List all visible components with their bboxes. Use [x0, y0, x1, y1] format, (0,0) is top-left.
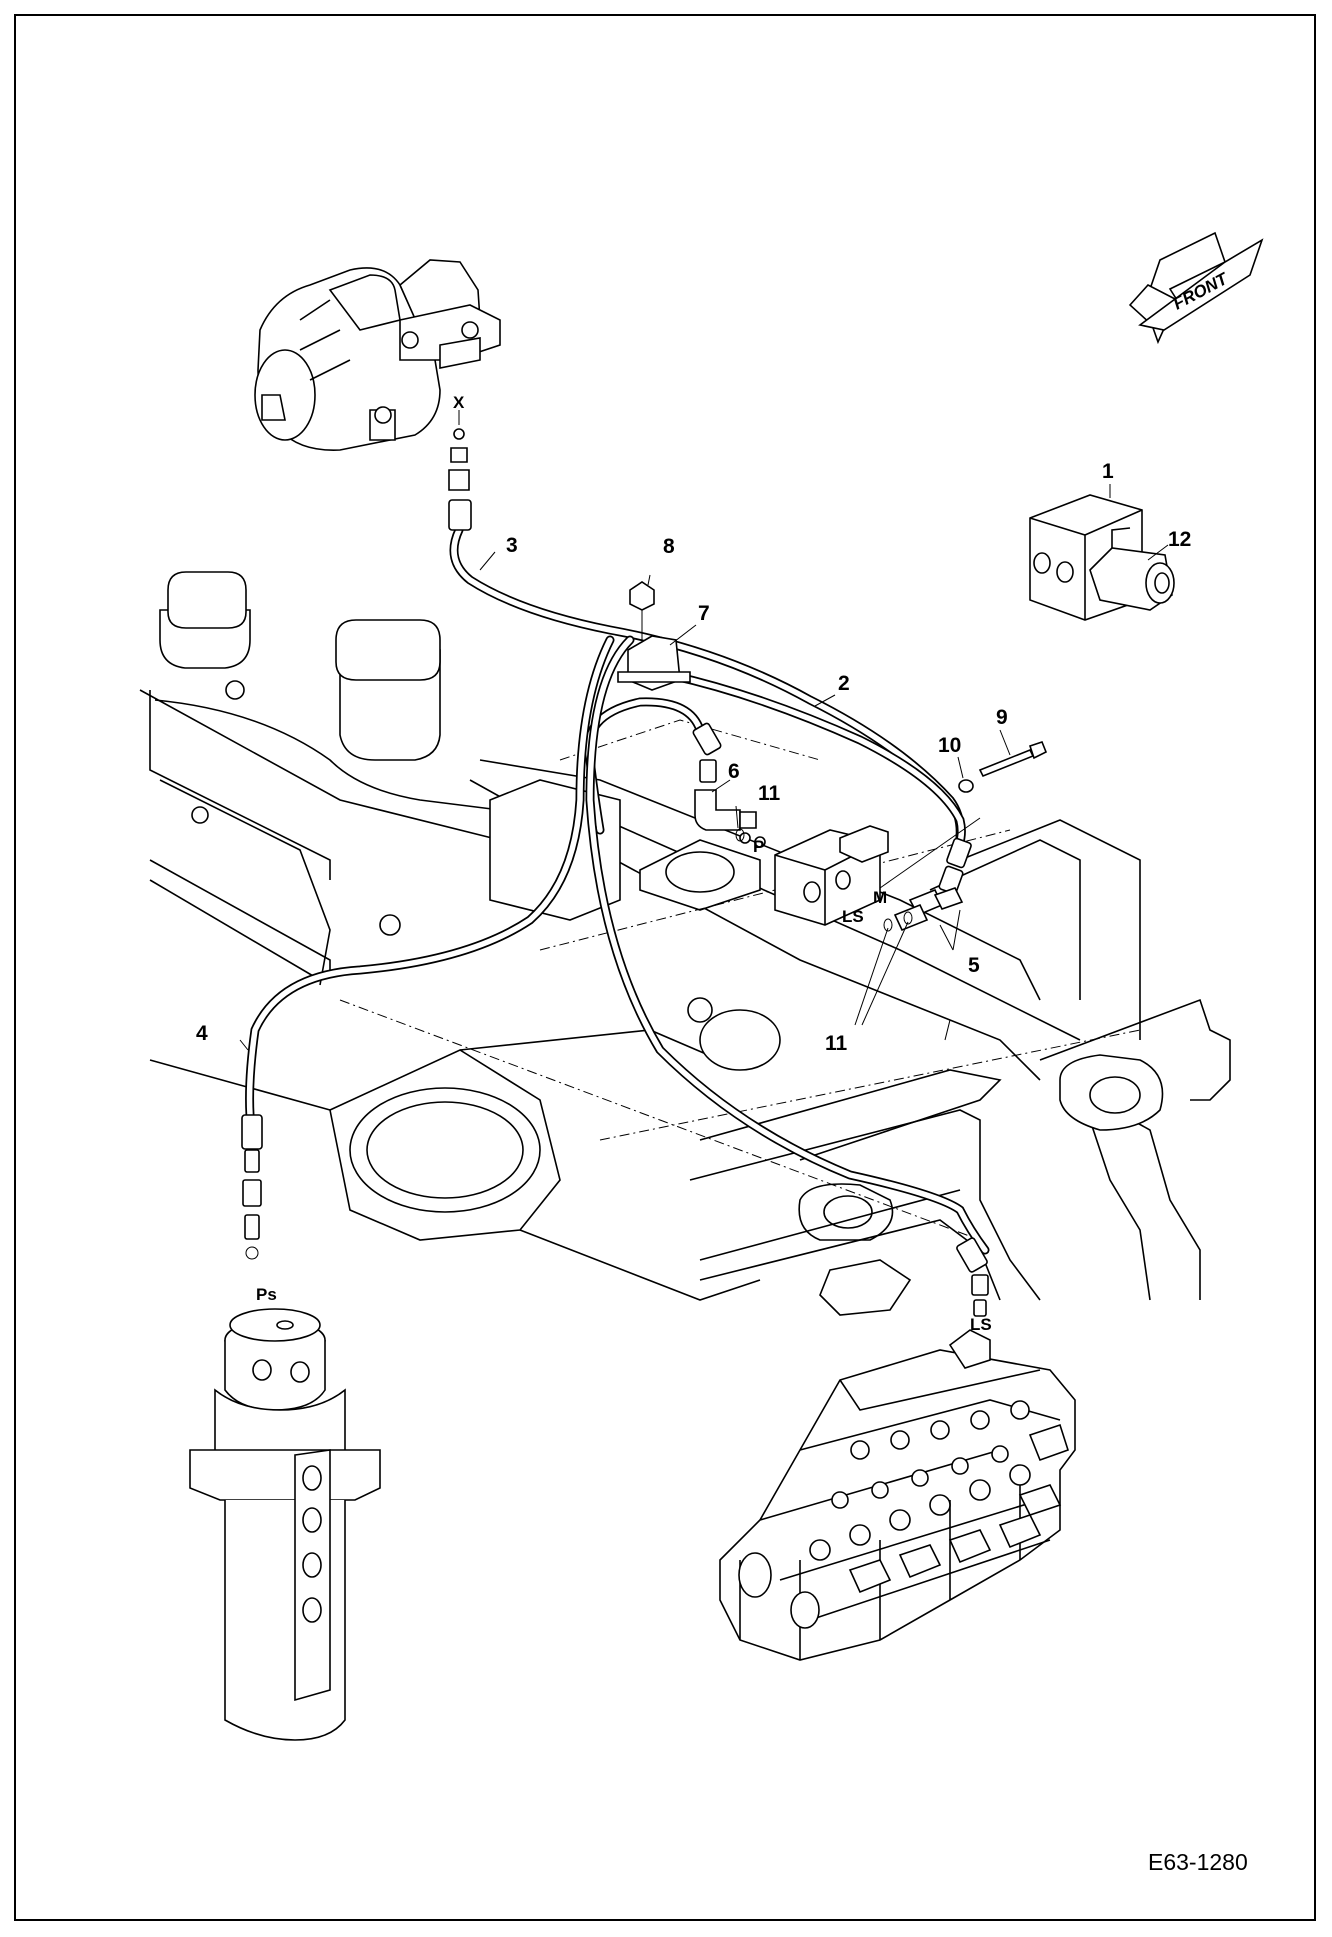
- callout-10: 10: [938, 734, 961, 757]
- port-x: X: [453, 393, 465, 412]
- leader-lines: [239, 484, 1169, 1051]
- callout-1: 1: [1102, 460, 1114, 483]
- hose-4-fittings: [242, 1149, 262, 1260]
- callout-6: 6: [728, 760, 740, 783]
- hose-4: [245, 635, 615, 1120]
- control-block-part-1: [1029, 494, 1175, 621]
- hose-end-sleeves: [241, 499, 988, 1273]
- front-direction-arrow: FRONT: [1128, 231, 1264, 345]
- callout-2: 2: [838, 672, 850, 695]
- o-rings-part-11: [735, 828, 913, 932]
- callout-3: 3: [506, 534, 518, 557]
- port-m: M: [873, 888, 887, 907]
- rotary-joint: [189, 1308, 381, 1741]
- port-ls-control: LS: [970, 1315, 992, 1334]
- valve-block-center: [739, 825, 889, 926]
- washer-part-10: [958, 779, 974, 793]
- callout-4: 4: [196, 1022, 208, 1045]
- callout-11-lower: 11: [825, 1032, 848, 1055]
- callout-7: 7: [698, 602, 710, 625]
- fitting-part-5: [893, 887, 964, 932]
- elbow-fitting-part-6: [694, 759, 757, 831]
- clamp-part-7: [617, 635, 691, 691]
- callout-5: 5: [968, 954, 980, 977]
- callout-8: 8: [663, 535, 675, 558]
- bolt-part-8: [629, 581, 655, 640]
- port-p: P: [753, 837, 764, 856]
- port-ls-valve: LS: [842, 907, 864, 926]
- drawing-reference: E63-1280: [1148, 1849, 1248, 1875]
- callout-9: 9: [996, 706, 1008, 729]
- chassis-frame: [139, 571, 1231, 1316]
- drawing-frame: [14, 14, 1316, 1921]
- bolt-part-9: [978, 741, 1048, 778]
- control-valve-ls-fittings: [971, 1274, 989, 1352]
- callout-11-upper: 11: [758, 782, 781, 805]
- callout-12: 12: [1168, 528, 1191, 551]
- hose-to-control-valve: [585, 635, 990, 1255]
- port-labels: X P M LS Ps LS: [256, 393, 992, 1334]
- callout-labels: 1 2 3 4 5 6 7 8 9 10 11 11 12: [196, 460, 1191, 1055]
- hydraulic-pump: [254, 259, 501, 451]
- port-ps: Ps: [256, 1285, 277, 1304]
- control-valve-bank: [719, 1329, 1076, 1661]
